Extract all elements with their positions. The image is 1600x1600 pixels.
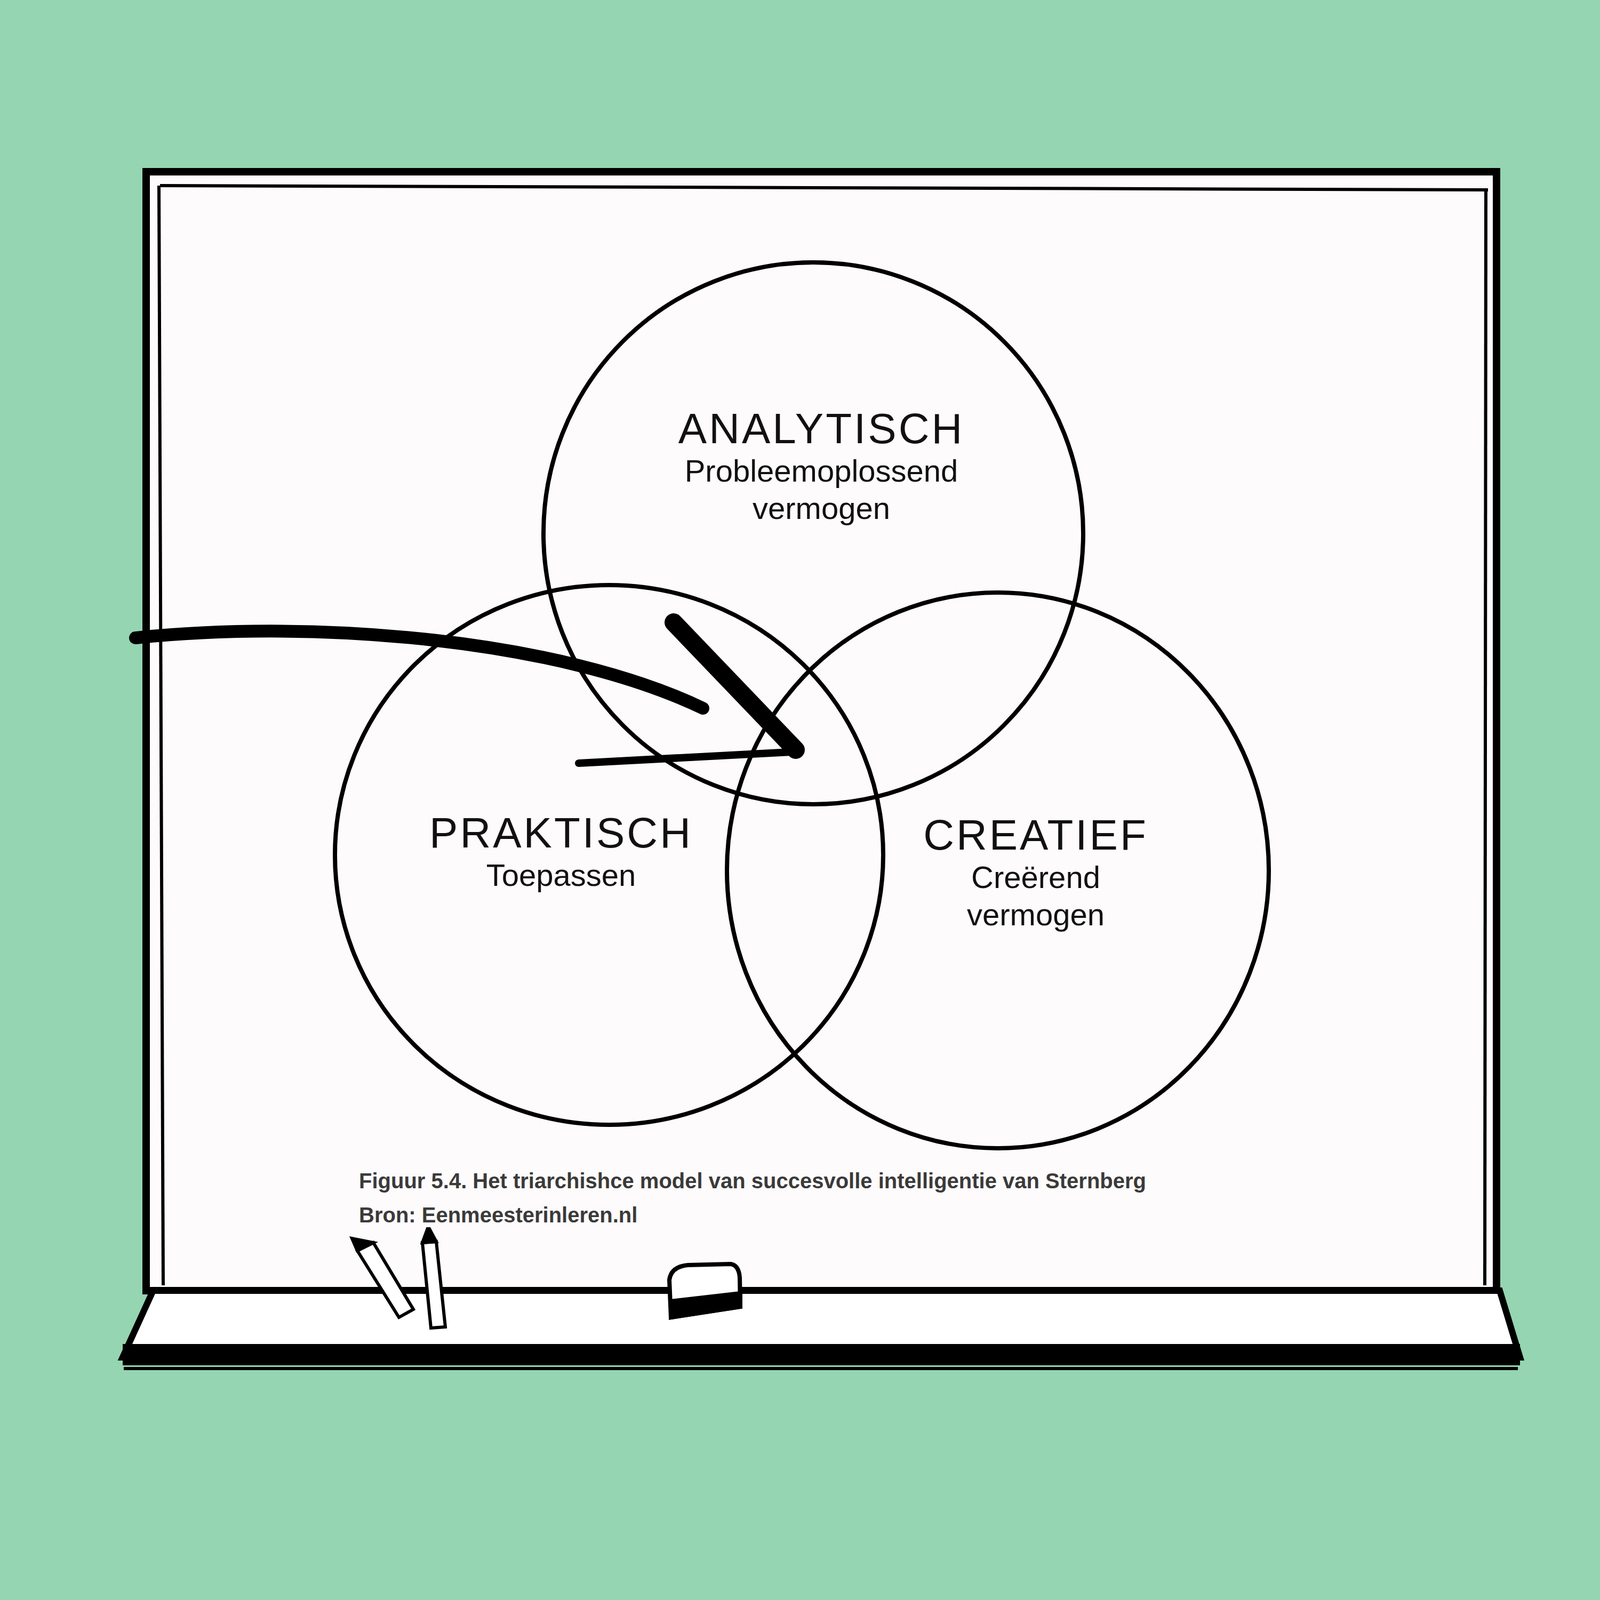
pointer-arrow	[135, 622, 796, 764]
frame-line	[1484, 189, 1486, 1286]
intelligence-circle: CREATIEFCreërend vermogen	[724, 590, 1271, 1151]
pencil	[352, 1226, 446, 1328]
tray-line	[123, 1366, 1518, 1371]
frame-line	[160, 185, 1488, 190]
circle-text: ANALYTISCHProbleemoplossend vermogen	[650, 405, 992, 527]
circle-stroke	[334, 585, 884, 1125]
circle-outline	[541, 260, 1086, 807]
tray-edge	[122, 1344, 1520, 1366]
eraser	[669, 1264, 741, 1318]
whiteboard-surface	[146, 171, 1497, 1291]
intelligence-circle: ANALYTISCHProbleemoplossend vermogen	[541, 260, 1086, 807]
circle-body: Probleemoplossend vermogen	[650, 452, 992, 527]
circle-stroke	[543, 262, 1084, 805]
source-note: Bron: Eenmeesterinleren.nl	[358, 1203, 638, 1228]
circle-heading: CREATIEF	[886, 811, 1186, 859]
circle-heading: ANALYTISCH	[650, 405, 992, 453]
figure-caption: Figuur 5.4. Het triarchishce model van s…	[358, 1169, 1147, 1194]
circle-heading: PRAKTISCH	[411, 809, 711, 857]
circle-body: Toepassen	[411, 856, 711, 894]
circle-text: PRAKTISCHToepassen	[411, 809, 711, 894]
circle-stroke	[726, 592, 1269, 1149]
frame-line	[158, 185, 164, 1286]
circle-text: CREATIEFCreërend vermogen	[886, 811, 1186, 933]
circle-body: Creërend vermogen	[929, 858, 1143, 933]
intelligence-circle: PRAKTISCHToepassen	[332, 582, 886, 1127]
